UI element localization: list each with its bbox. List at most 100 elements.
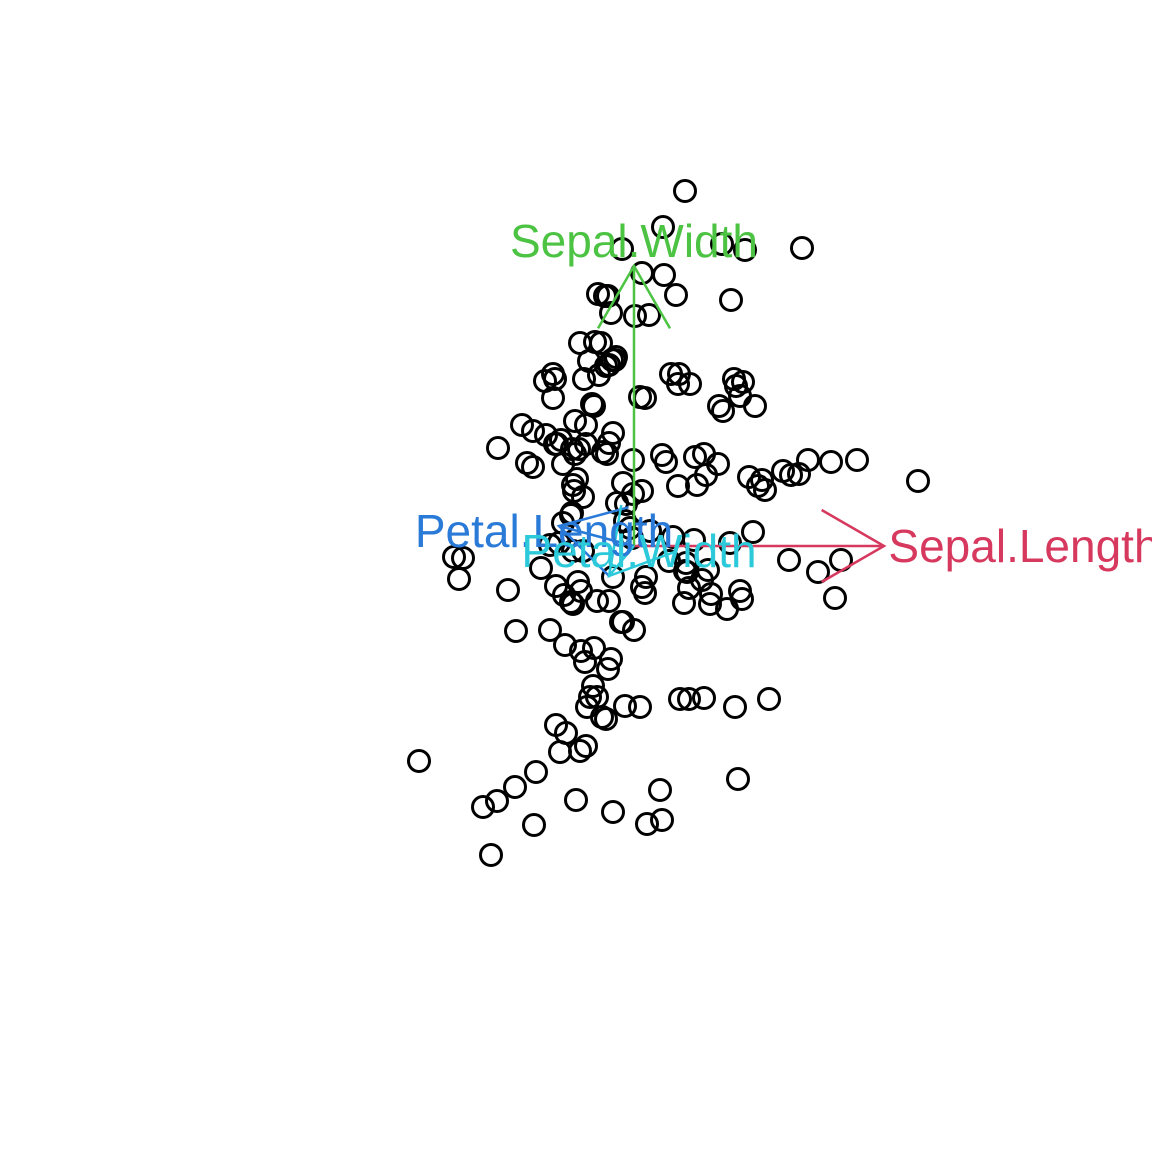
data-point <box>637 303 661 327</box>
data-point <box>471 795 495 819</box>
data-point <box>796 448 820 472</box>
loading-arrows <box>556 263 887 584</box>
data-point <box>485 789 509 813</box>
data-point <box>634 565 658 589</box>
data-point <box>521 455 545 479</box>
data-point <box>547 531 571 555</box>
data-point <box>757 687 781 711</box>
loading-label-petal-width: Petal.Width <box>521 525 756 577</box>
data-point <box>548 740 572 764</box>
data-point <box>651 215 675 239</box>
loading-arrow-sepal-length <box>634 508 887 584</box>
data-point <box>561 592 585 616</box>
data-point <box>845 448 869 472</box>
data-point <box>707 394 731 418</box>
data-point <box>668 687 692 711</box>
data-point <box>682 528 706 552</box>
data-point <box>638 519 662 543</box>
data-point <box>628 695 652 719</box>
data-point <box>571 539 595 563</box>
data-point <box>596 657 620 681</box>
data-point <box>515 451 539 475</box>
data-point <box>581 674 605 698</box>
data-point <box>710 232 734 256</box>
data-point <box>580 392 604 416</box>
data-point <box>582 636 606 660</box>
data-point <box>575 695 599 719</box>
data-point <box>601 800 625 824</box>
data-point <box>698 592 722 616</box>
data-point <box>777 548 801 572</box>
data-point <box>614 492 638 516</box>
data-point <box>597 589 621 613</box>
data-point <box>504 619 528 643</box>
data-point <box>652 263 676 287</box>
data-point <box>599 301 623 325</box>
data-point <box>726 767 750 791</box>
data-point <box>771 459 795 483</box>
data-point <box>674 551 698 575</box>
data-point <box>442 545 466 569</box>
data-point <box>610 237 634 261</box>
data-point <box>601 565 625 589</box>
data-point <box>622 618 646 642</box>
data-point <box>600 348 624 372</box>
data-point <box>715 597 739 621</box>
loading-arrow-petal-length <box>556 506 635 578</box>
data-point <box>678 372 702 396</box>
data-point <box>718 531 742 555</box>
data-point <box>568 739 592 763</box>
data-point <box>544 713 568 737</box>
data-point <box>673 179 697 203</box>
data-point <box>529 556 553 580</box>
data-point <box>613 694 637 718</box>
data-point <box>574 734 598 758</box>
data-point <box>572 367 596 391</box>
data-point <box>633 581 657 605</box>
data-point <box>447 567 471 591</box>
data-point <box>585 589 609 613</box>
data-point <box>733 238 757 262</box>
data-point <box>524 760 548 784</box>
data-point <box>486 436 510 460</box>
data-point <box>696 558 720 582</box>
data-point <box>790 236 814 260</box>
data-point <box>609 610 633 634</box>
loading-labels: Sepal.LengthSepal.WidthPetal.LengthPetal… <box>415 215 1152 577</box>
data-point <box>677 687 701 711</box>
data-point <box>541 386 565 410</box>
loading-label-sepal-width: Sepal.Width <box>510 215 758 267</box>
data-point <box>578 685 602 709</box>
data-point <box>538 533 562 557</box>
data-point <box>741 520 765 544</box>
data-point <box>672 591 696 615</box>
data-point <box>728 579 752 603</box>
data-point <box>563 409 587 433</box>
data-point <box>685 473 709 497</box>
data-point <box>567 437 591 461</box>
loading-arrow-sepal-width <box>596 263 672 546</box>
data-point <box>564 788 588 812</box>
data-point <box>635 812 659 836</box>
data-point <box>589 331 613 355</box>
data-points <box>407 179 930 867</box>
data-point <box>587 363 611 387</box>
data-point <box>806 560 830 584</box>
data-point <box>630 479 654 503</box>
data-point <box>599 647 623 671</box>
data-point <box>650 443 674 467</box>
data-point <box>750 468 774 492</box>
data-point <box>543 367 567 391</box>
data-point <box>503 775 527 799</box>
data-point <box>699 582 723 606</box>
loading-label-petal-length: Petal.Length <box>415 505 673 557</box>
data-point <box>571 485 595 509</box>
data-point <box>906 469 930 493</box>
data-point <box>496 578 520 602</box>
data-point <box>666 474 690 498</box>
data-point <box>677 576 701 600</box>
data-point <box>479 843 503 867</box>
data-point <box>538 618 562 642</box>
data-point <box>522 813 546 837</box>
